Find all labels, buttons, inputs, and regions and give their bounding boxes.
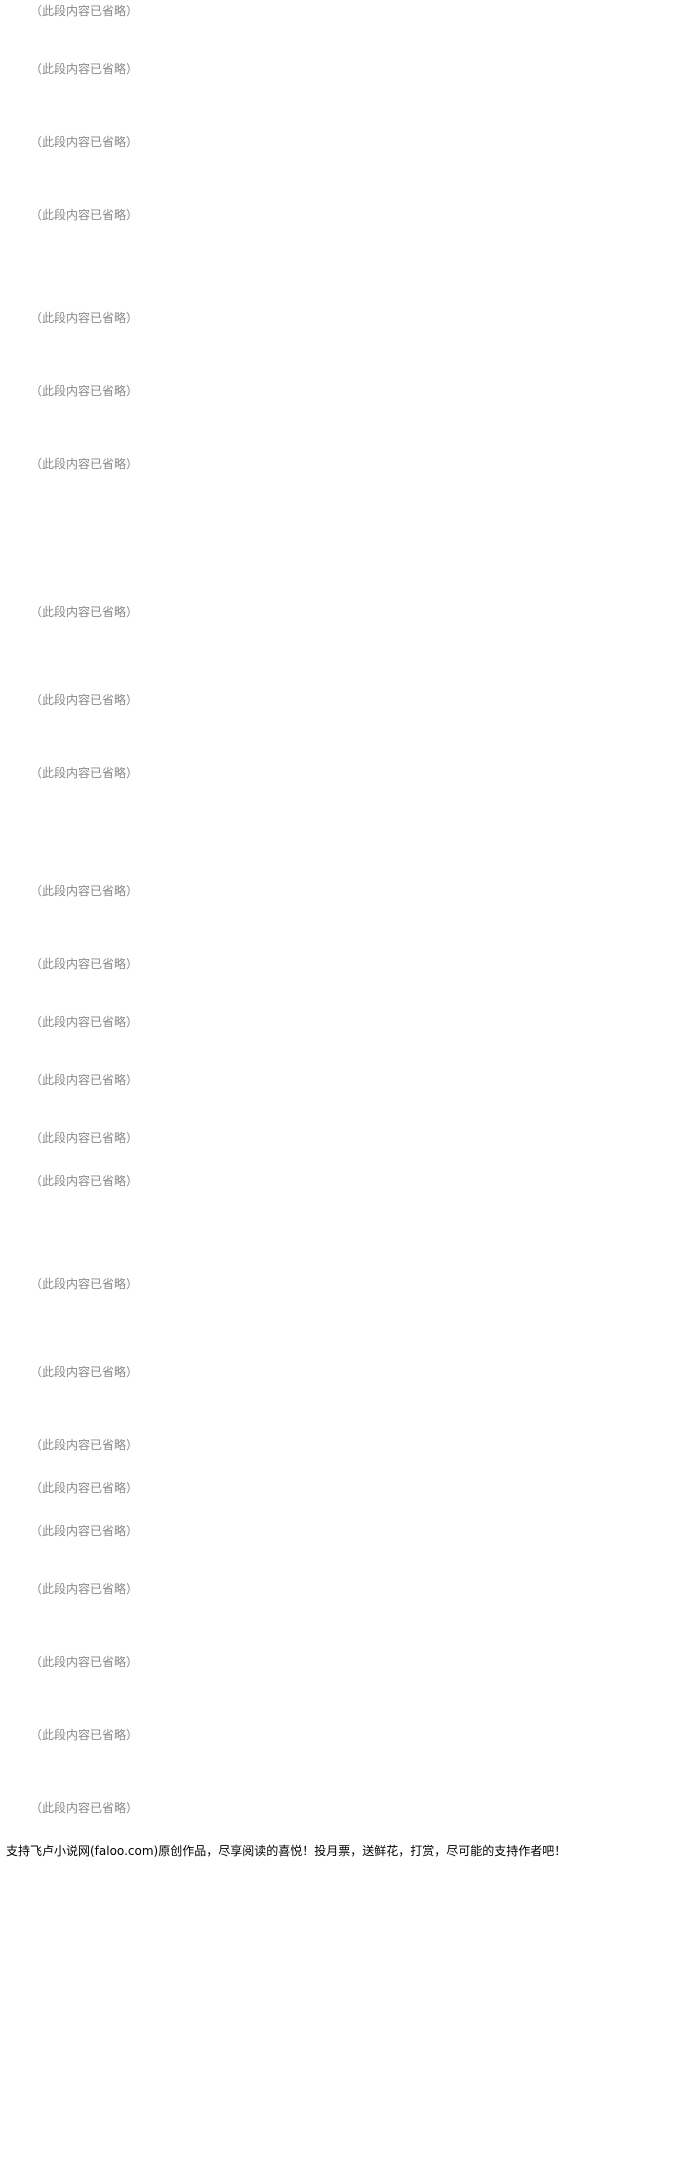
paragraph: （此段内容已省略） <box>30 135 139 149</box>
paragraph: （此段内容已省略） <box>30 1524 139 1538</box>
paragraph: （此段内容已省略） <box>30 62 139 76</box>
paragraph: （此段内容已省略） <box>30 1365 139 1379</box>
paragraph: （此段内容已省略） <box>30 1015 139 1029</box>
paragraph: （此段内容已省略） <box>30 311 139 325</box>
paragraph: （此段内容已省略） <box>30 957 139 971</box>
paragraph: （此段内容已省略） <box>30 208 139 222</box>
site-promo-footer: 支持飞卢小说网(faloo.com)原创作品，尽享阅读的喜悦！投月票，送鲜花，打… <box>6 1844 567 1858</box>
paragraph: （此段内容已省略） <box>30 693 139 707</box>
paragraph: （此段内容已省略） <box>30 1655 139 1669</box>
paragraph: （此段内容已省略） <box>30 1277 139 1291</box>
paragraph: （此段内容已省略） <box>30 1131 139 1145</box>
paragraph: （此段内容已省略） <box>30 1073 139 1087</box>
paragraph: （此段内容已省略） <box>30 1582 139 1596</box>
paragraph: （此段内容已省略） <box>30 1174 139 1188</box>
paragraph: （此段内容已省略） <box>30 605 139 619</box>
paragraph: （此段内容已省略） <box>30 1801 139 1815</box>
paragraph: （此段内容已省略） <box>30 1728 139 1742</box>
paragraph: （此段内容已省略） <box>30 766 139 780</box>
paragraph: （此段内容已省略） <box>30 1481 139 1495</box>
paragraph: （此段内容已省略） <box>30 384 139 398</box>
paragraph: （此段内容已省略） <box>30 4 139 18</box>
paragraph: （此段内容已省略） <box>30 1438 139 1452</box>
article-body: （此段内容已省略） （此段内容已省略） （此段内容已省略） （此段内容已省略） … <box>6 4 567 1858</box>
paragraph: （此段内容已省略） <box>30 884 139 898</box>
paragraph: （此段内容已省略） <box>30 457 139 471</box>
